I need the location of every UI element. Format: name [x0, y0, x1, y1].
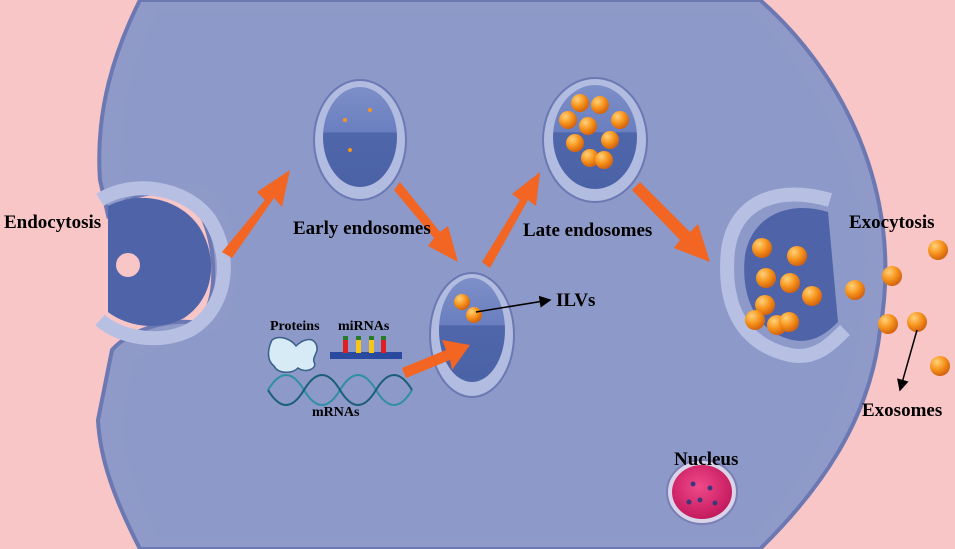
ilvs-pointer	[475, 295, 552, 313]
mrnas-icon	[267, 374, 413, 406]
ilv-endosome	[429, 272, 515, 398]
endocytosis-label: Endocytosis	[4, 212, 102, 233]
process-arrows	[222, 170, 710, 378]
early-endosomes-label: Early endosomes	[293, 218, 431, 239]
exocytosis-vesicles	[745, 238, 822, 335]
released-exosomes	[845, 240, 950, 376]
nucleus-label: Nucleus	[674, 449, 739, 470]
mirnas-label: miRNAs	[338, 319, 390, 334]
proteins-icon	[267, 336, 318, 373]
late-endosomes-label: Late endosomes	[523, 220, 653, 241]
exosomes-label: Exosomes	[862, 400, 943, 421]
cell-inner-shade	[121, 10, 866, 540]
early-endosome	[313, 79, 407, 201]
mirnas-icon	[330, 336, 402, 359]
nucleus	[666, 459, 738, 525]
ilvs-label: ILVs	[556, 290, 596, 311]
exosomes-pointer	[897, 329, 918, 392]
late-endosome	[542, 77, 648, 203]
mrnas-label: mRNAs	[312, 405, 360, 420]
late-endosome-ilvs	[559, 94, 629, 169]
endocytosis-pocket	[95, 181, 231, 346]
exocytosis-label: Exocytosis	[849, 212, 935, 233]
proteins-label: Proteins	[270, 319, 320, 334]
